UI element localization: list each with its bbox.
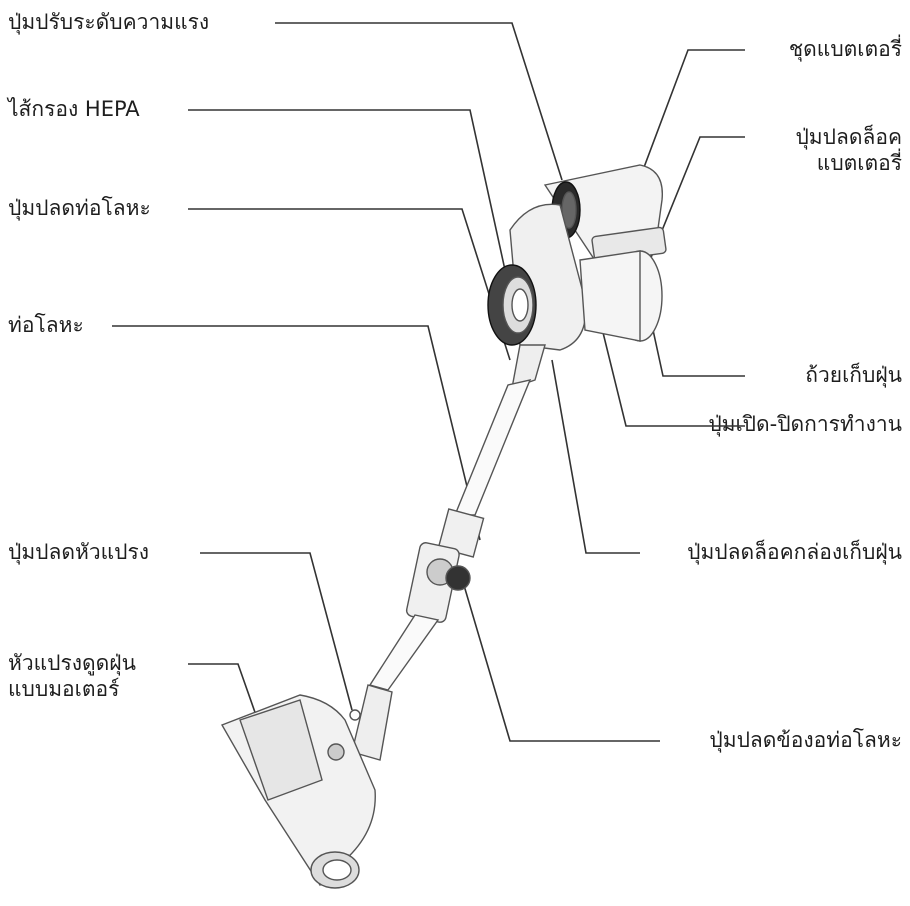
label-elbow-release-button: ปุ่มปลดข้องอท่อโลหะ: [709, 728, 902, 752]
label-hepa-filter: ไส้กรอง HEPA: [8, 97, 140, 121]
label-dust-bin-release: ปุ่มปลดล็อคกล่องเก็บฝุ่น: [687, 540, 902, 564]
label-battery-release-line2: แบตเตอรี่: [816, 151, 902, 175]
leader-lines: [112, 22, 745, 756]
label-tube-release-button: ปุ่มปลดท่อโลหะ: [8, 196, 151, 220]
label-motor-brush: หัวแปรงดูดฝุ่น แบบมอเตอร์: [8, 650, 136, 702]
vacuum-body: [220, 164, 667, 889]
label-motor-brush-line1: หัวแปรงดูดฝุ่น: [8, 651, 136, 675]
label-battery-pack: ชุดแบตเตอรี่: [788, 37, 902, 61]
label-metal-tube: ท่อโลหะ: [8, 313, 84, 337]
label-motor-brush-line2: แบบมอเตอร์: [8, 677, 120, 701]
label-battery-release: ปุ่มปลดล็อค แบตเตอรี่: [795, 124, 902, 176]
label-brush-release-button: ปุ่มปลดหัวแปรง: [8, 540, 150, 564]
label-battery-release-line1: ปุ่มปลดล็อค: [795, 125, 902, 149]
label-power-level-button: ปุ่มปรับระดับความแรง: [8, 10, 210, 34]
label-dust-bin: ถ้วยเก็บฝุ่น: [805, 363, 902, 387]
label-power-button: ปุ่มเปิด-ปิดการทำงาน: [708, 412, 902, 436]
